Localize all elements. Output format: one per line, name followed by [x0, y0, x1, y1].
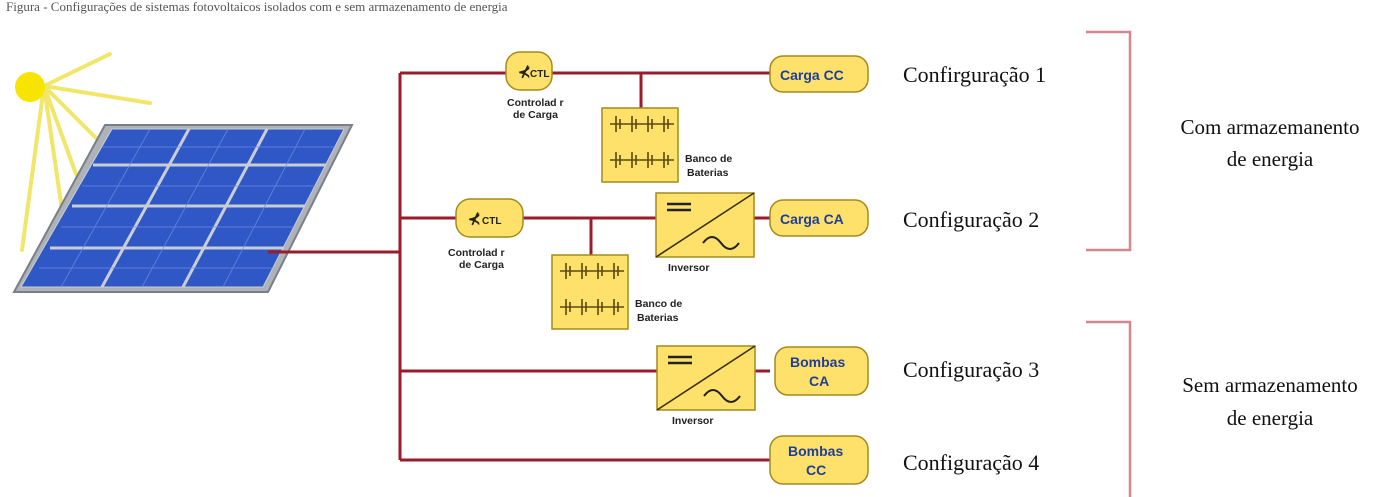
controller-label-line2: de Carga — [513, 109, 558, 121]
controller-tag: CTL — [482, 216, 501, 227]
inverter-label: Inversor — [668, 262, 709, 274]
with-storage-label-line2: de energia — [1227, 147, 1314, 171]
with-storage-bracket — [1086, 30, 1132, 252]
controller-label-line1: Controlad r — [448, 247, 505, 259]
load-cc-label: Carga CC — [780, 67, 844, 83]
controller-tag: CTL — [530, 69, 549, 80]
controller-label-line1: Controlad r — [507, 97, 564, 109]
inverter-label: Inversor — [672, 415, 713, 427]
inverter-2: Inversor — [656, 345, 756, 427]
solar-panel — [12, 124, 354, 293]
controller-label-line2: de Carga — [459, 259, 504, 271]
charge-controller-1: ⊀ CTL Controlad r de Carga — [505, 51, 564, 121]
pumps-ca-label-line2: CA — [809, 373, 829, 389]
controller-symbol-icon: ⊀ — [518, 64, 531, 81]
battery-label-line2: Baterias — [637, 312, 679, 324]
config-4-label: Configuração 4 — [903, 450, 1039, 475]
config-3-label: Configuração 3 — [903, 357, 1039, 382]
pumps-cc-label-line2: CC — [806, 462, 826, 478]
with-storage-label-line1: Com armazemanento — [1180, 115, 1359, 139]
battery-label-line1: Banco de — [635, 298, 682, 310]
battery-bank-2: Banco de Baterias — [551, 254, 682, 330]
figure-caption: Figura - Configurações de sistemas fotov… — [6, 0, 508, 14]
pumps-cc: Bombas CC — [769, 435, 869, 485]
config-1-label: Confirguração 1 — [903, 62, 1046, 87]
battery-label-line2: Baterias — [687, 167, 729, 179]
load-cc: Carga CC — [769, 55, 869, 93]
load-ca: Carga CA — [769, 199, 869, 237]
pumps-cc-label-line1: Bombas — [788, 443, 843, 459]
battery-label-line1: Banco de — [685, 153, 732, 165]
without-storage-bracket — [1086, 320, 1132, 497]
controller-symbol-icon: ⊀ — [468, 211, 481, 228]
inverter-1: Inversor — [655, 192, 755, 274]
pumps-ca: Bombas CA — [774, 346, 869, 396]
battery-bank-1: Banco de Baterias — [601, 107, 732, 183]
without-storage-label-line2: de energia — [1227, 406, 1314, 430]
charge-controller-2: ⊀ CTL Controlad r de Carga — [448, 198, 524, 271]
pumps-ca-label-line1: Bombas — [790, 354, 845, 370]
without-storage-label-line1: Sem armazenamento — [1182, 373, 1358, 397]
config-2-label: Configuração 2 — [903, 207, 1039, 232]
load-ca-label: Carga CA — [780, 211, 844, 227]
